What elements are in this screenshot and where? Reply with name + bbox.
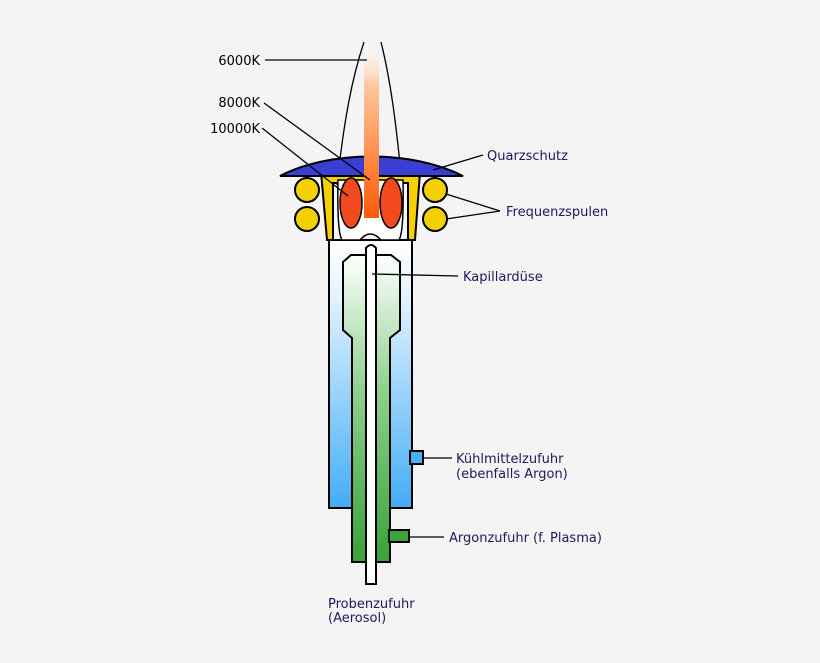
leader-lines (261, 59, 501, 538)
label-capillary-nozzle: Kapillardüse (463, 270, 543, 285)
label-6000k: 6000K (218, 54, 260, 69)
label-10000k: 10000K (210, 122, 260, 137)
label-sample-line2: (Aerosol) (328, 611, 386, 626)
label-rf-coils: Frequenzspulen (506, 205, 608, 220)
plasma-core-right (379, 177, 403, 229)
label-coolant-line2: (ebenfalls Argon) (456, 467, 568, 482)
rf-coil-left-bottom (294, 206, 320, 232)
label-sample-line1: Probenzufuhr (328, 597, 415, 612)
plasma-core-left (339, 177, 363, 229)
leader-capillary (371, 273, 459, 277)
label-argon-supply: Argonzufuhr (f. Plasma) (449, 531, 602, 546)
leader-coil-top (445, 193, 501, 212)
label-quartz-shield: Quarzschutz (487, 149, 568, 164)
plasma-flame (364, 40, 379, 218)
label-coolant-line1: Kühlmittelzufuhr (456, 452, 564, 467)
leader-8000k (263, 102, 371, 181)
leader-coil-bottom (445, 210, 501, 220)
rf-coil-right-bottom (422, 206, 448, 232)
argon-inlet-port (388, 529, 410, 543)
rf-coil-right-top (422, 177, 448, 203)
label-8000k: 8000K (218, 96, 260, 111)
leader-quartz (432, 154, 484, 171)
coolant-inlet-port (409, 450, 424, 465)
capillary-tube (365, 244, 377, 585)
leader-10000k (261, 127, 349, 197)
coil-housing (319, 171, 422, 241)
rf-coil-left-top (294, 177, 320, 203)
